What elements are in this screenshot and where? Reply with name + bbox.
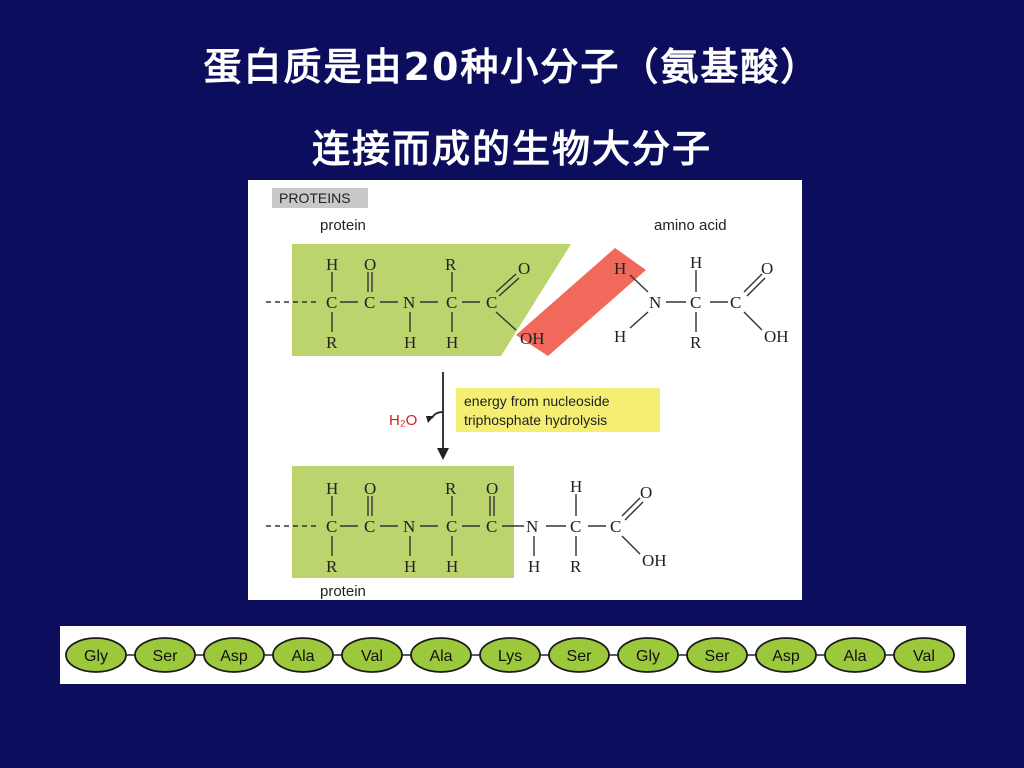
- svg-text:H: H: [570, 477, 582, 496]
- svg-text:R: R: [326, 557, 338, 576]
- svg-text:C: C: [326, 293, 337, 312]
- svg-text:C: C: [690, 293, 701, 312]
- svg-text:R: R: [570, 557, 582, 576]
- energy-note-box: [456, 388, 660, 432]
- svg-text:H: H: [690, 253, 702, 272]
- water-label: H₂O: [389, 412, 417, 429]
- protein-block-bottom: [292, 466, 514, 578]
- residue-label: Val: [913, 648, 935, 665]
- svg-text:H: H: [614, 327, 626, 346]
- bottom-chain-atoms: H O R O H O C C N C C N C C R H H H R OH: [326, 477, 667, 576]
- svg-text:OH: OH: [642, 551, 667, 570]
- amino-acid-label: amino acid: [654, 217, 727, 234]
- svg-text:H: H: [446, 333, 458, 352]
- residue-label: Gly: [84, 648, 108, 665]
- svg-text:N: N: [403, 517, 415, 536]
- svg-text:O: O: [761, 259, 773, 278]
- residue-label: Asp: [772, 648, 800, 665]
- svg-text:C: C: [486, 293, 497, 312]
- svg-text:H: H: [446, 557, 458, 576]
- residue-label: Asp: [220, 648, 248, 665]
- svg-text:C: C: [364, 293, 375, 312]
- svg-text:C: C: [446, 517, 457, 536]
- svg-text:C: C: [446, 293, 457, 312]
- slide-title-line2: 连接而成的生物大分子: [311, 127, 712, 171]
- svg-text:H: H: [404, 333, 416, 352]
- top-chain-atoms: H O R O C C N C C R H H: [326, 255, 530, 352]
- residue-bead: [893, 637, 955, 673]
- residue-label: Gly: [636, 648, 660, 665]
- svg-text:R: R: [445, 479, 457, 498]
- svg-text:O: O: [640, 483, 652, 502]
- svg-text:C: C: [610, 517, 621, 536]
- svg-text:N: N: [649, 293, 661, 312]
- svg-text:C: C: [326, 517, 337, 536]
- residue-label: Ala: [429, 648, 452, 665]
- leaving-group-band: [516, 248, 646, 356]
- protein-label-bottom: protein: [320, 583, 366, 600]
- svg-text:O: O: [518, 259, 530, 278]
- residue-label: Ser: [567, 648, 593, 665]
- svg-text:C: C: [486, 517, 497, 536]
- protein-block-top: [292, 244, 571, 356]
- residue-label: Val: [361, 648, 383, 665]
- protein-synthesis-diagram: PROTEINS protein amino acid H O: [248, 180, 802, 600]
- svg-text:O: O: [486, 479, 498, 498]
- protein-label-top: protein: [320, 217, 366, 234]
- header-box: [272, 188, 368, 208]
- svg-text:N: N: [526, 517, 538, 536]
- slide-title-line1: 蛋白质是由20种小分子（氨基酸）: [203, 45, 821, 89]
- residue-label: Ala: [843, 648, 866, 665]
- svg-text:H: H: [326, 479, 338, 498]
- leaving-h-label: H: [614, 259, 626, 278]
- svg-text:H: H: [404, 557, 416, 576]
- header-text: PROTEINS: [279, 190, 351, 206]
- svg-text:R: R: [326, 333, 338, 352]
- svg-text:H: H: [326, 255, 338, 274]
- svg-text:C: C: [730, 293, 741, 312]
- svg-text:N: N: [403, 293, 415, 312]
- svg-text:C: C: [570, 517, 581, 536]
- svg-text:O: O: [364, 479, 376, 498]
- residue-label: Ala: [291, 648, 314, 665]
- residue-label: Ser: [705, 648, 731, 665]
- svg-text:O: O: [364, 255, 376, 274]
- energy-note-line1: energy from nucleoside: [464, 393, 610, 409]
- residue-label: Lys: [498, 648, 522, 665]
- svg-text:R: R: [445, 255, 457, 274]
- svg-text:C: C: [364, 517, 375, 536]
- amino-acid-atoms: H H O N C C H R OH: [614, 253, 789, 352]
- svg-text:OH: OH: [764, 327, 789, 346]
- energy-note-line2: triphosphate hydrolysis: [464, 412, 607, 428]
- amino-acid-chain: Gly Ser Asp Ala Val Ala Lys Ser Gly Ser Asp Ala Val: [60, 626, 966, 684]
- hydroxyl-leaving-label: OH: [520, 329, 545, 348]
- svg-text:H: H: [528, 557, 540, 576]
- residue-label: Ser: [153, 648, 179, 665]
- reaction-arrow-head: [437, 448, 449, 460]
- svg-text:R: R: [690, 333, 702, 352]
